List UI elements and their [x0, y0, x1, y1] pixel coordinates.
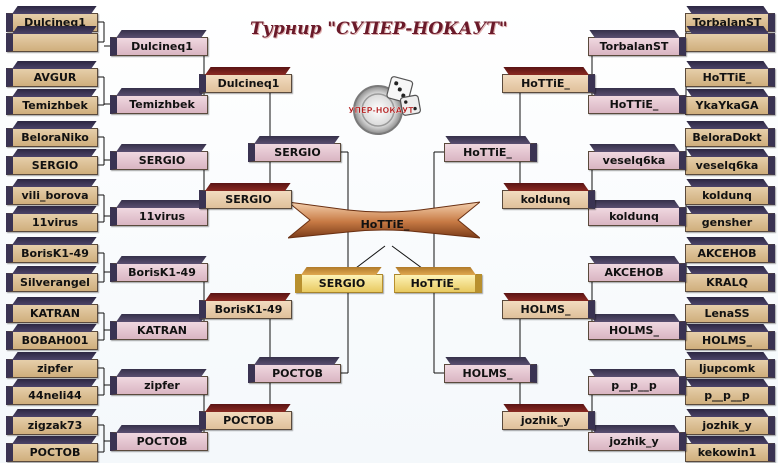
right-r3-slot[interactable]: jozhik_y	[502, 410, 595, 430]
left-r1-slot[interactable]: Temizhbek	[6, 95, 98, 115]
right-r2-slot[interactable]: p__p__p	[588, 375, 686, 395]
right-r2-slot[interactable]: HoTTiE_	[588, 94, 686, 114]
left-r1-slot[interactable]: Silverangel	[6, 272, 98, 292]
left-r2-slot[interactable]: KATRAN	[110, 320, 208, 340]
right-r1-slot[interactable]: p__p__p	[685, 385, 775, 405]
final-left-slot[interactable]: SERGIO	[295, 274, 383, 293]
right-r2-slot[interactable]: koldunq	[588, 206, 686, 226]
right-r2-slot[interactable]: TorbalanST	[588, 36, 686, 56]
logo-text: СУПЕР-НОКАУТ	[348, 106, 414, 115]
right-r1-slot[interactable]	[685, 32, 775, 52]
right-r2-slot[interactable]: AKCEHOB	[588, 262, 686, 282]
left-r2-slot[interactable]: BorisK1-49	[110, 262, 208, 282]
left-r1-slot[interactable]: AVGUR	[6, 67, 98, 87]
left-r1-slot[interactable]: vili_borova	[6, 185, 98, 205]
right-r1-slot[interactable]: LenaSS	[685, 303, 775, 323]
left-r3-slot[interactable]: BorisK1-49	[199, 299, 292, 319]
left-r1-slot[interactable]: zipfer	[6, 358, 98, 378]
left-r3-slot[interactable]: SERGIO	[199, 189, 292, 209]
dice-logo-icon: СУПЕР-НОКАУТ	[348, 76, 421, 135]
left-r3-slot[interactable]: Dulcineq1	[199, 73, 292, 93]
right-r4-slot[interactable]: HOLMS_	[444, 363, 537, 383]
champion-name: HoTTiE_	[360, 218, 410, 231]
champion-banner	[288, 201, 480, 239]
right-r1-slot[interactable]: koldunq	[685, 185, 775, 205]
right-r1-slot[interactable]: HOLMS_	[685, 330, 775, 350]
right-r1-slot[interactable]: HoTTiE_	[685, 67, 775, 87]
right-r1-slot[interactable]: ljupcomk	[685, 358, 775, 378]
right-r3-slot[interactable]: HoTTiE_	[502, 73, 595, 93]
right-r1-slot[interactable]: KRALQ	[685, 272, 775, 292]
left-r1-slot[interactable]: POCTOB	[6, 442, 98, 462]
right-r1-slot[interactable]: gensher	[685, 212, 775, 232]
left-r1-slot[interactable]: 11virus	[6, 212, 98, 232]
left-r2-slot[interactable]: zipfer	[110, 375, 208, 395]
left-r1-slot[interactable]: BorisK1-49	[6, 243, 98, 263]
left-r2-slot[interactable]: POCTOB	[110, 431, 208, 451]
left-r3-slot[interactable]: POCTOB	[199, 410, 292, 430]
right-r1-slot[interactable]: YkaYkaGA	[685, 95, 775, 115]
right-r2-slot[interactable]: HOLMS_	[588, 320, 686, 340]
left-r4-slot[interactable]: POCTOB	[248, 363, 341, 383]
right-r4-slot[interactable]: HoTTiE_	[444, 142, 537, 162]
left-r1-slot[interactable]	[6, 32, 98, 52]
right-r1-slot[interactable]: jozhik_y	[685, 415, 775, 435]
right-r1-slot[interactable]: AKCEHOB	[685, 243, 775, 263]
left-r1-slot[interactable]: KATRAN	[6, 303, 98, 323]
left-r2-slot[interactable]: Dulcineq1	[110, 36, 208, 56]
left-r1-slot[interactable]: 44neli44	[6, 385, 98, 405]
left-r1-slot[interactable]: BeloraNiko	[6, 127, 98, 147]
left-r2-slot[interactable]: 11virus	[110, 206, 208, 226]
right-r1-slot[interactable]: veselq6ka	[685, 155, 775, 175]
final-right-slot[interactable]: HoTTiE_	[394, 274, 482, 293]
left-r2-slot[interactable]: Temizhbek	[110, 94, 208, 114]
left-r2-slot[interactable]: SERGIO	[110, 150, 208, 170]
right-r1-slot[interactable]: kekowin1	[685, 442, 775, 462]
page-title: Турнир "СУПЕР-НОКАУТ"	[250, 19, 508, 39]
left-r1-slot[interactable]: BOBAH001	[6, 330, 98, 350]
right-r2-slot[interactable]: jozhik_y	[588, 431, 686, 451]
left-r1-slot[interactable]: SERGIO	[6, 155, 98, 175]
right-r1-slot[interactable]: BeloraDokt	[685, 127, 775, 147]
left-r4-slot[interactable]: SERGIO	[248, 142, 341, 162]
right-r2-slot[interactable]: veselq6ka	[588, 150, 686, 170]
left-r1-slot[interactable]: zigzak73	[6, 415, 98, 435]
right-r3-slot[interactable]: koldunq	[502, 189, 595, 209]
right-r3-slot[interactable]: HOLMS_	[502, 299, 595, 319]
